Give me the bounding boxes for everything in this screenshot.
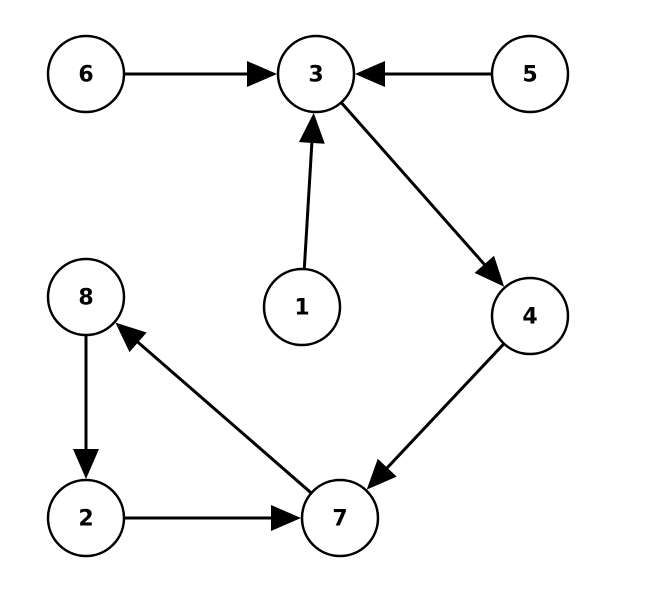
node-circle <box>46 478 126 558</box>
node-1: 1 <box>262 267 342 347</box>
node-4: 4 <box>490 276 570 356</box>
node-circle <box>262 267 342 347</box>
node-label: 4 <box>522 305 537 330</box>
arrowhead-icon <box>474 255 505 287</box>
node-label: 8 <box>78 286 93 311</box>
node-3: 3 <box>276 34 356 114</box>
arrowhead-icon <box>115 322 147 353</box>
arrowhead-icon <box>355 61 385 87</box>
edge-1-to-3 <box>298 112 325 270</box>
edges-layer <box>73 61 506 531</box>
edge-8-to-2 <box>73 335 99 479</box>
node-label: 6 <box>78 63 93 88</box>
edge-4-to-7 <box>366 342 506 490</box>
node-circle <box>490 34 570 114</box>
node-label: 3 <box>308 63 323 88</box>
node-5: 5 <box>490 34 570 114</box>
arrowhead-icon <box>271 505 301 531</box>
edge-line <box>384 342 506 471</box>
edge-2-to-7 <box>124 505 301 531</box>
edge-line <box>340 101 487 267</box>
arrowhead-icon <box>366 458 397 490</box>
arrowhead-icon <box>298 112 325 144</box>
node-circle <box>46 34 126 114</box>
edge-line <box>135 339 313 495</box>
edge-5-to-3 <box>355 61 492 87</box>
node-8: 8 <box>46 257 126 337</box>
edge-6-to-3 <box>124 61 277 87</box>
node-circle <box>300 478 380 558</box>
node-label: 7 <box>332 507 347 532</box>
arrowhead-icon <box>73 449 99 479</box>
node-7: 7 <box>300 478 380 558</box>
node-6: 6 <box>46 34 126 114</box>
node-circle <box>490 276 570 356</box>
edge-3-to-4 <box>340 101 505 287</box>
node-label: 5 <box>522 63 537 88</box>
edge-line <box>302 140 314 270</box>
node-circle <box>46 257 126 337</box>
node-circle <box>276 34 356 114</box>
nodes-layer: 6 3 5 1 8 4 2 7 <box>46 34 570 558</box>
node-2: 2 <box>46 478 126 558</box>
edge-7-to-8 <box>115 322 313 495</box>
arrowhead-icon <box>247 61 277 87</box>
node-label: 1 <box>294 296 309 321</box>
node-label: 2 <box>78 507 93 532</box>
